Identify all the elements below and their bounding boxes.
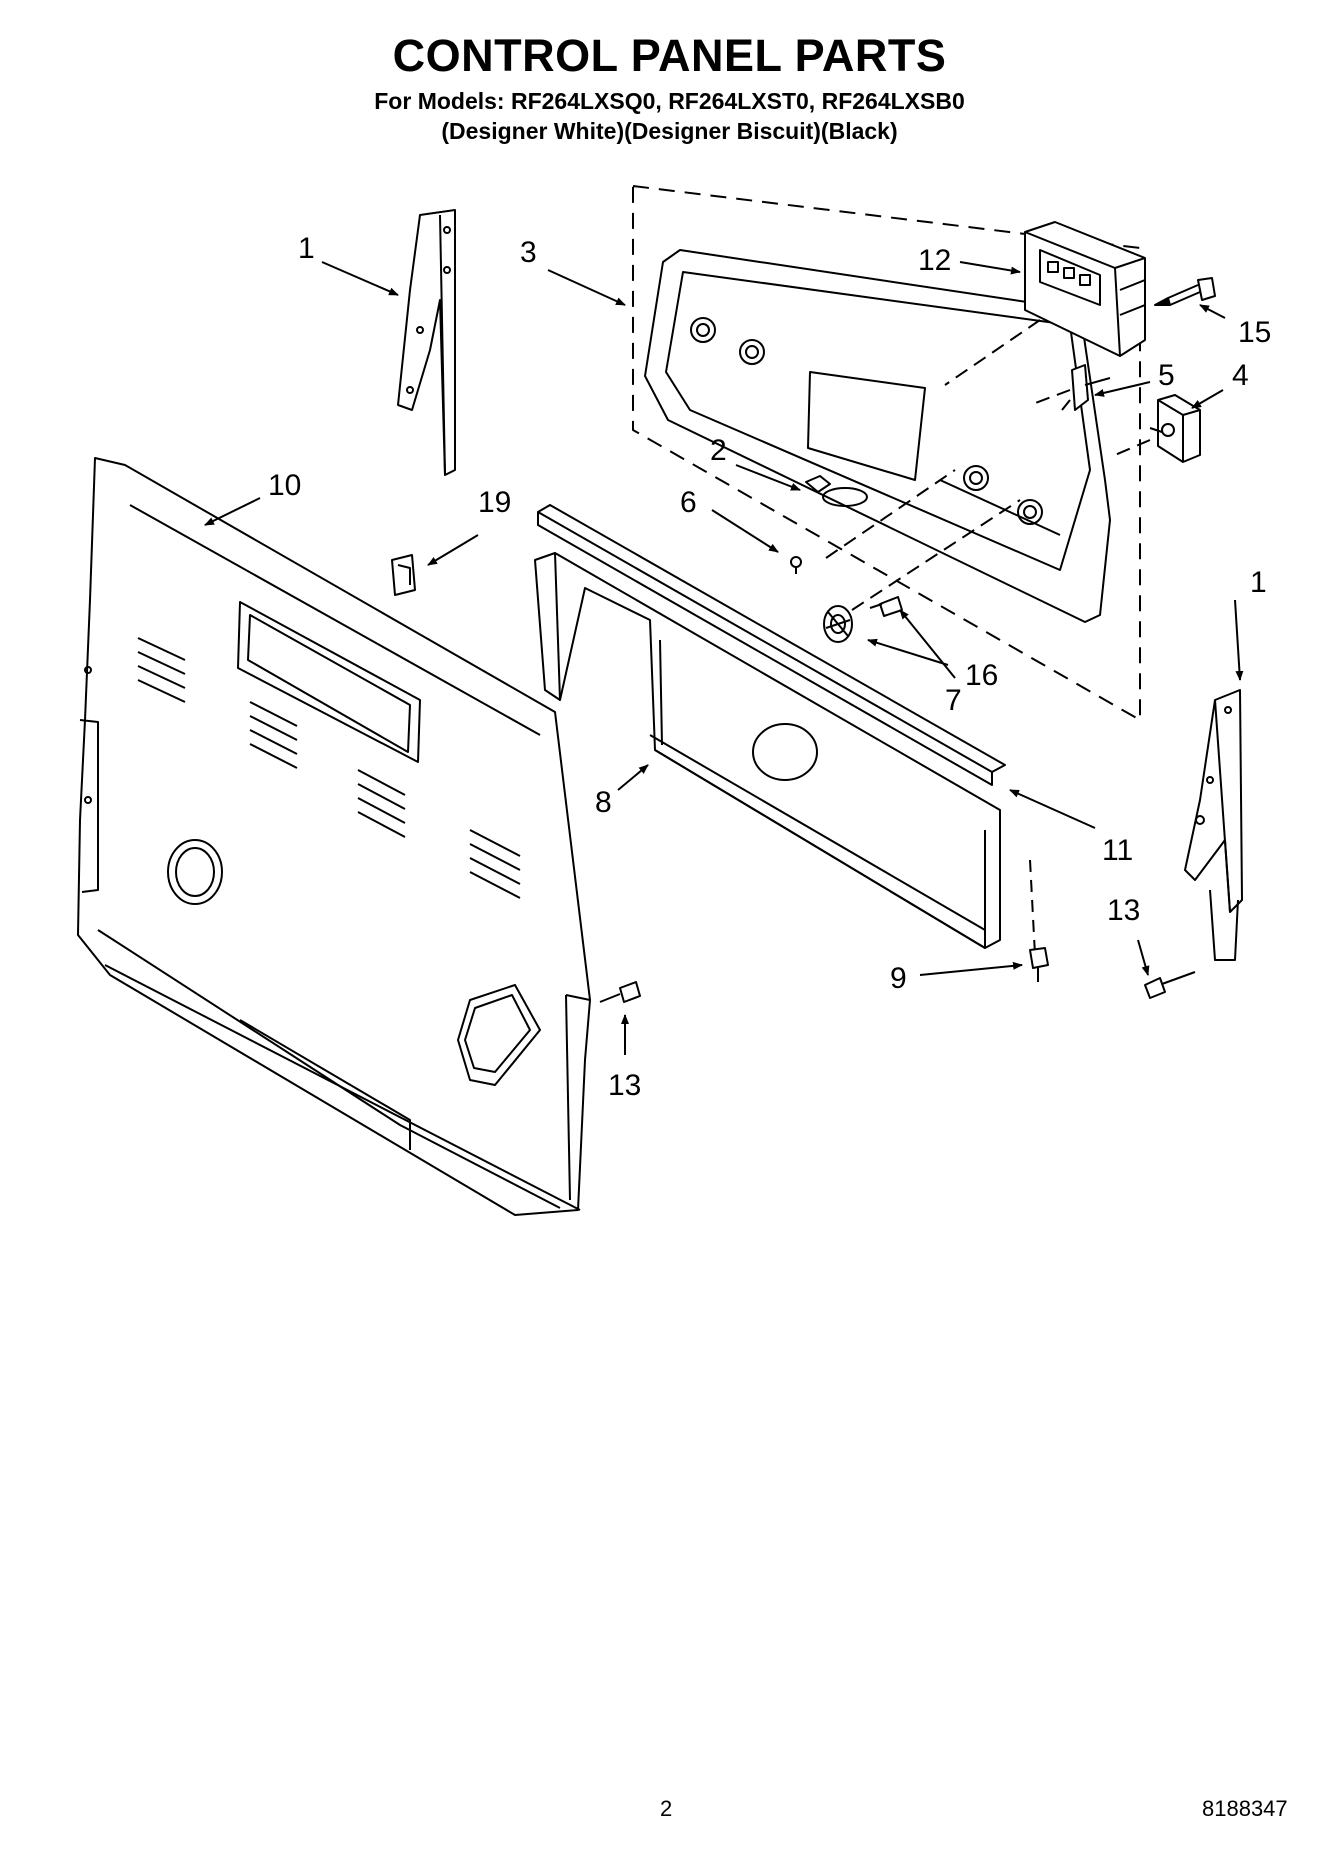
knob-part-7: [823, 605, 853, 643]
rear-panel-part-10: [77, 457, 591, 1216]
callout-6: 6: [680, 486, 697, 519]
document-number: 8188347: [1202, 1796, 1288, 1821]
page-number: 2: [660, 1796, 673, 1821]
callout-16: 16: [965, 659, 998, 692]
callout-10: 10: [268, 469, 301, 502]
assembly-dashed-outline: [632, 185, 1141, 721]
callout-12: 12: [918, 244, 951, 277]
callout-7: 7: [945, 684, 962, 717]
control-panel-part: [644, 249, 1111, 623]
callout-19: 19: [478, 486, 511, 519]
callout-2: 2: [710, 434, 727, 467]
callout-13-bottom: 13: [608, 1069, 641, 1102]
callout-13-right: 13: [1107, 894, 1140, 927]
small-parts: [790, 469, 1021, 643]
switch-part-5: [1061, 364, 1111, 411]
screw-part-13-right: [1144, 971, 1196, 999]
electronic-control-part: [1024, 221, 1146, 357]
screw-part-9: [1029, 859, 1049, 982]
callout-3: 3: [520, 236, 537, 269]
page-title: CONTROL PANEL PARTS: [392, 30, 947, 81]
side-bracket-left: [397, 209, 456, 476]
callout-11: 11: [1102, 834, 1133, 867]
side-bracket-right: [1184, 689, 1243, 961]
callout-4: 4: [1232, 359, 1249, 392]
relation-lines: [944, 319, 1151, 456]
vent-slots: [137, 637, 521, 899]
leader-arrows: [204, 261, 1244, 1055]
callout-9: 9: [890, 962, 907, 995]
screw-part-13-bottom: [599, 981, 641, 1003]
screw-part-15: [1154, 277, 1216, 306]
strip-part-11: [537, 504, 1006, 786]
models-line: For Models: RF264LXSQ0, RF264LXST0, RF26…: [374, 88, 965, 114]
callout-1-right: 1: [1250, 566, 1267, 599]
callout-8: 8: [595, 786, 612, 819]
clip-part-19: [391, 554, 416, 596]
callout-5: 5: [1158, 359, 1175, 392]
callout-1-left: 1: [298, 232, 315, 265]
callout-15: 15: [1238, 316, 1271, 349]
manifold-panel-part-8: [534, 552, 1001, 949]
block-part-4: [1149, 394, 1201, 463]
screw-part-16: [869, 596, 903, 617]
colors-line: (Designer White)(Designer Biscuit)(Black…: [441, 118, 898, 144]
